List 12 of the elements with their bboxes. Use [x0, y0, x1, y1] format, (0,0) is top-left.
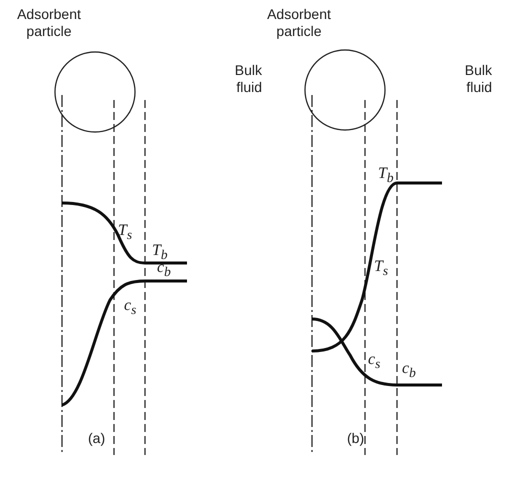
variable-label: T$_{s}$ [374, 258, 388, 280]
variable-label: c$_{s}$ [124, 297, 136, 318]
variable-label: T$_{s}$ [118, 222, 132, 244]
variable-label: c$_{s}$ [368, 351, 380, 372]
region-label: Adsorbent particle [266, 6, 332, 40]
variable-label: c$_{b}$ [402, 360, 416, 382]
panel-label: (a) [88, 430, 106, 447]
region-label: Adsorbent particle [16, 6, 82, 40]
panel-label: (b) [347, 430, 364, 447]
region-label: Bulk fluid [464, 62, 492, 96]
region-label: Bulk fluid [234, 62, 262, 96]
variable-label: T$_{b}$ [378, 165, 394, 186]
